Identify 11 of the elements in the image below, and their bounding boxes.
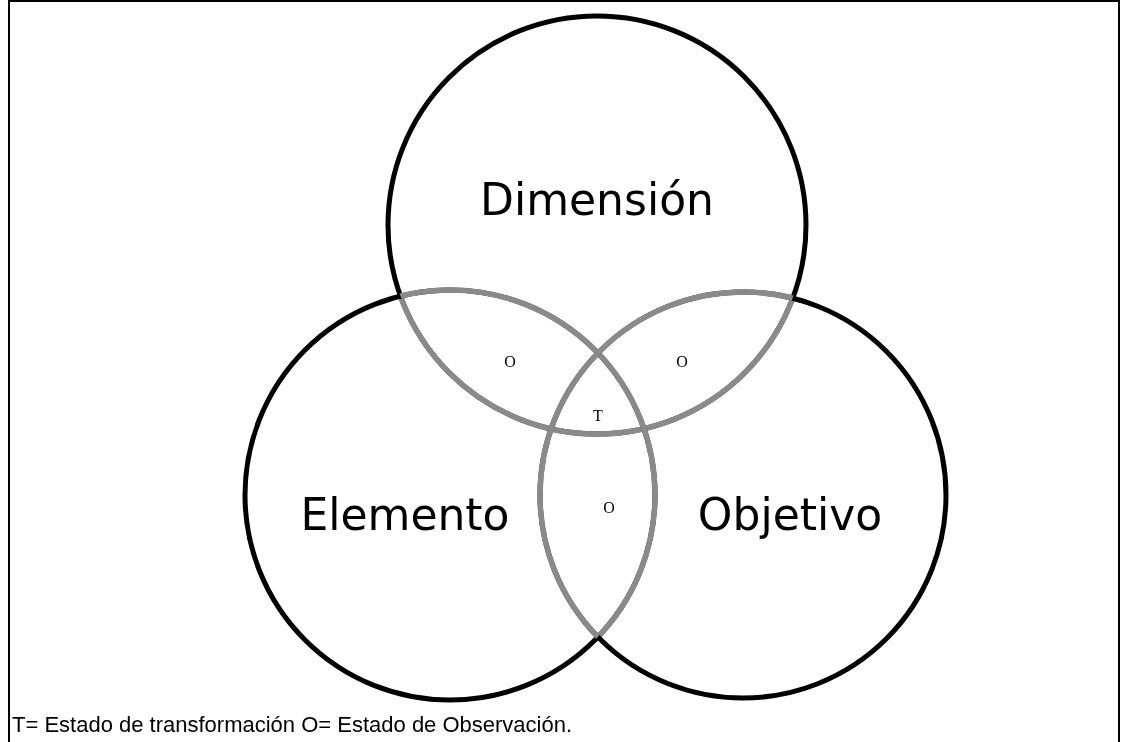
region-marker: O <box>504 354 516 370</box>
caption: T= Estado de transformación O= Estado de Observación. <box>12 712 573 739</box>
circle-label: Dimensión <box>480 178 714 222</box>
venn-circle <box>385 13 809 437</box>
circle-label: Objetivo <box>697 493 883 537</box>
region-marker: T <box>593 408 603 424</box>
venn-circle <box>242 287 658 703</box>
circle-label: Elemento <box>300 493 510 537</box>
venn-circle <box>537 289 949 701</box>
region-marker: O <box>676 354 688 370</box>
region-marker: O <box>603 500 615 516</box>
